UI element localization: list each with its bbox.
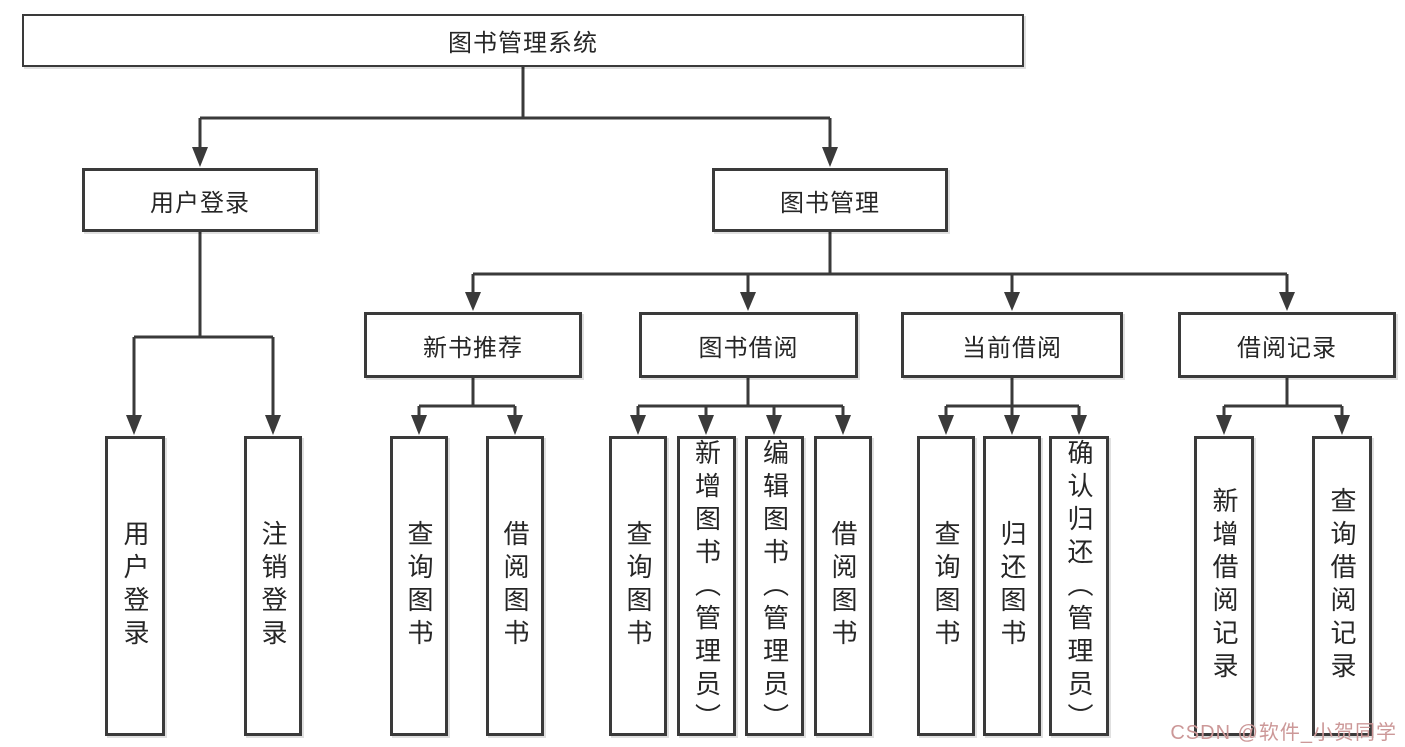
connector-records-to-leaves (1216, 378, 1350, 435)
node-book-borrow-label: 图书借阅 (698, 334, 799, 362)
node-borrow-records: 借阅记录 (1178, 312, 1396, 378)
leaf-confirm-return-admin-label: 确认归还（管理员） (1064, 439, 1094, 736)
node-user-login: 用户登录 (82, 168, 318, 232)
node-new-book-recommend-label: 新书推荐 (423, 334, 523, 362)
leaf-logout-label: 注销登录 (258, 520, 288, 652)
leaf-add-books-admin: 新增图书（管理员） (677, 436, 736, 736)
leaf-return-books: 归还图书 (983, 436, 1041, 736)
leaf-user-login-label: 用户登录 (120, 520, 150, 652)
csdn-watermark: CSDN @软件_小贺同学 (1170, 722, 1397, 744)
leaf-return-books-label: 归还图书 (997, 520, 1027, 652)
connector-management-to-level3 (465, 232, 1295, 311)
node-borrow-records-label: 借阅记录 (1237, 334, 1337, 362)
node-new-book-recommend: 新书推荐 (364, 312, 582, 378)
leaf-query-borrow-record-label: 查询借阅记录 (1327, 487, 1357, 685)
leaf-borrow-books: 借阅图书 (814, 436, 872, 736)
leaf-query-books-current: 查询图书 (917, 436, 975, 736)
leaf-edit-books-admin-label: 编辑图书（管理员） (759, 439, 790, 736)
node-current-borrow-label: 当前借阅 (962, 334, 1062, 362)
node-library-management-system: 图书管理系统 (22, 14, 1024, 67)
node-book-management: 图书管理 (712, 168, 948, 232)
leaf-logout: 注销登录 (244, 436, 302, 736)
leaf-query-books-current-label: 查询图书 (931, 520, 961, 652)
node-library-management-system-label: 图书管理系统 (448, 30, 598, 57)
connector-current-to-leaves (938, 378, 1087, 435)
connector-borrow-to-leaves (630, 378, 851, 435)
leaf-query-books-borrow-label: 查询图书 (623, 520, 653, 652)
node-book-borrow: 图书借阅 (639, 312, 858, 378)
leaf-confirm-return-admin: 确认归还（管理员） (1049, 436, 1109, 736)
leaf-add-borrow-record: 新增借阅记录 (1194, 436, 1254, 736)
leaf-add-books-admin-label: 新增图书（管理员） (691, 439, 722, 736)
leaf-borrow-books-label: 借阅图书 (828, 520, 858, 652)
connector-recommend-to-leaves (411, 378, 523, 435)
node-book-management-label: 图书管理 (780, 189, 880, 217)
leaf-edit-books-admin: 编辑图书（管理员） (745, 436, 804, 736)
leaf-borrow-books-recommend: 借阅图书 (486, 436, 544, 736)
connector-root-to-level2 (192, 67, 838, 167)
leaf-query-borrow-record: 查询借阅记录 (1312, 436, 1372, 736)
leaf-query-books-recommend: 查询图书 (390, 436, 448, 736)
node-user-login-label: 用户登录 (150, 189, 250, 217)
leaf-borrow-books-recommend-label: 借阅图书 (500, 520, 530, 652)
leaf-user-login: 用户登录 (105, 436, 165, 736)
leaf-add-borrow-record-label: 新增借阅记录 (1209, 487, 1239, 685)
node-current-borrow: 当前借阅 (901, 312, 1123, 378)
connector-login-to-leaves (126, 232, 281, 435)
leaf-query-books-borrow: 查询图书 (609, 436, 667, 736)
leaf-query-books-recommend-label: 查询图书 (404, 520, 434, 652)
